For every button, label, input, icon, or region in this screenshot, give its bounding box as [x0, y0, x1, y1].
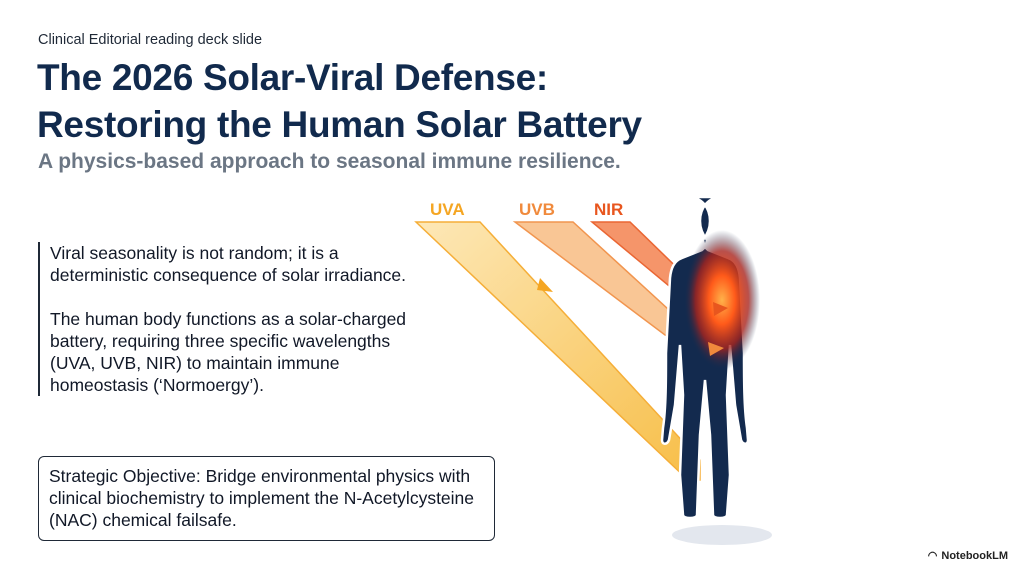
uvb-arrow [708, 342, 724, 356]
objective-box: Strategic Objective: Bridge environmenta… [38, 456, 495, 541]
uva-label: UVA [430, 200, 465, 219]
body-shadow [672, 525, 772, 545]
subtitle: A physics-based approach to seasonal imm… [38, 150, 621, 173]
body-text: Viral seasonality is not random; it is a… [38, 242, 418, 396]
notebooklm-logo-icon: ◠ [927, 550, 938, 562]
brand-label: NotebookLM [941, 549, 1008, 562]
paragraph: The human body functions as a solar-char… [50, 309, 407, 395]
uvb-label: UVB [519, 200, 555, 219]
paragraph: Viral seasonality is not random; it is a… [50, 243, 407, 285]
title-line-2: Restoring the Human Solar Battery [37, 104, 642, 145]
uva-beam [414, 221, 701, 481]
nir-label: NIR [594, 200, 624, 219]
notebooklm-brand: ◠ NotebookLM [927, 549, 1008, 563]
uva-arrow [537, 278, 553, 292]
title-line-1: The 2026 Solar-Viral Defense: [37, 57, 548, 98]
nir-arrow [713, 302, 728, 316]
slide-caption: Clinical Editorial reading deck slide [38, 32, 263, 48]
page-title: The 2026 Solar-Viral Defense: Restoring … [37, 54, 642, 148]
chest-glow [684, 230, 760, 370]
